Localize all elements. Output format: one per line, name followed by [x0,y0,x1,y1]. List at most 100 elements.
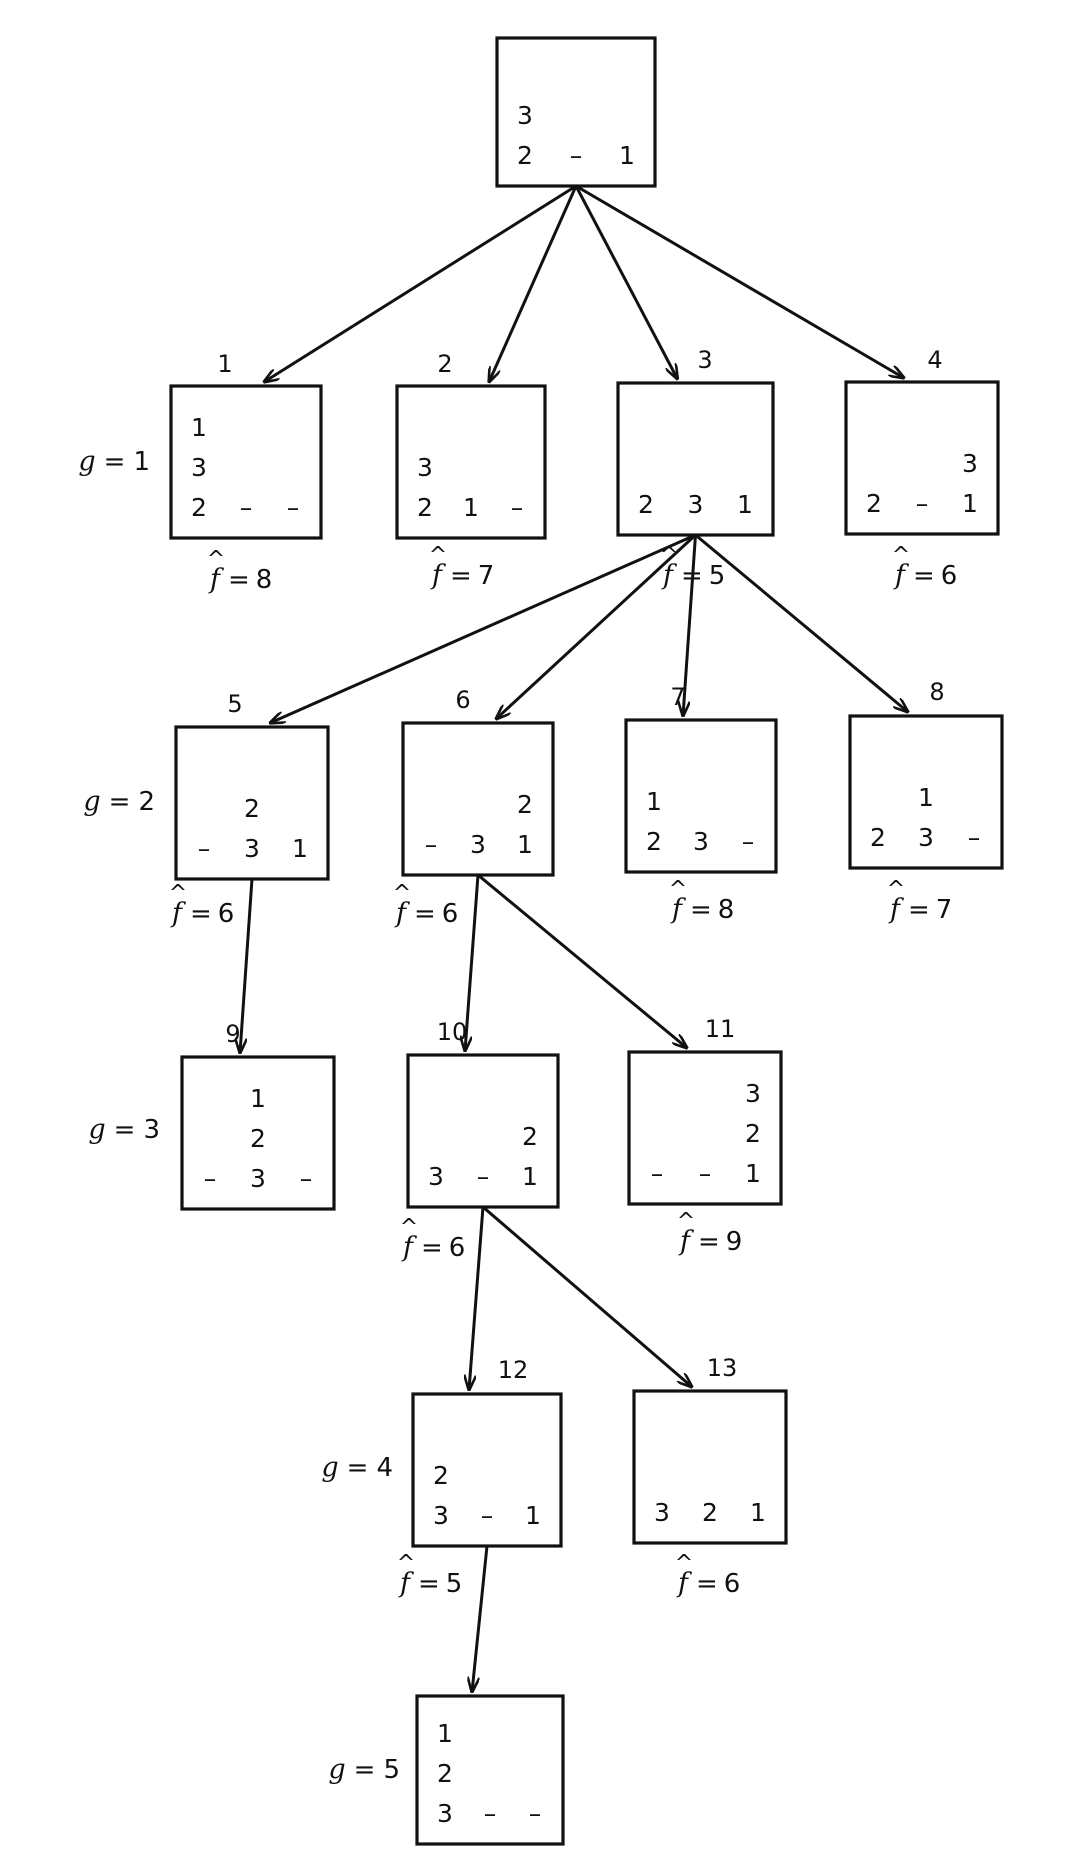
state-node-1: 132––1g=1^f=8 [78,350,323,595]
tile: 2 [437,1759,453,1788]
edge-10-13 [482,1205,692,1387]
tile: – [204,1164,217,1193]
tile: – [425,830,438,859]
tile: 2 [517,141,533,170]
node-number: 1 [217,350,232,378]
tile: – [300,1164,313,1193]
tile: 1 [191,413,207,442]
tile: 2 [517,790,533,819]
tile: 1 [646,787,662,816]
edge-12-14 [472,1545,489,1692]
tile: 3 [918,823,934,852]
hat-mark: ^ [207,547,225,572]
depth-value: 3 [143,1115,160,1145]
state-box [624,718,778,874]
f-hat-label: f=6 [170,898,234,929]
equals-symbol: = [696,1569,718,1599]
tile: 3 [688,490,704,519]
edge-3-6 [496,533,697,719]
edge-6-10 [465,874,480,1051]
tile: 2 [745,1119,761,1148]
state-box [632,1389,788,1545]
tile: – [916,489,929,518]
equals-symbol: = [418,1569,440,1599]
node-number: 2 [437,350,452,378]
equals-symbol: = [698,1227,720,1257]
tile: 2 [191,493,207,522]
node-number: 12 [498,1356,529,1384]
hat-mark: ^ [887,877,905,902]
tile: 3 [417,453,433,482]
tile: – [484,1799,497,1828]
depth-value: 1 [133,447,150,477]
f-hat-label: f=6 [676,1568,740,1599]
edge-root-2 [489,185,578,382]
state-node-10: 23–110^f=6 [400,1018,560,1263]
equals-symbol: = [913,561,935,591]
tile: 1 [737,490,753,519]
f-hat-label: f=6 [401,1232,465,1263]
depth-label: g=2 [83,786,155,817]
equals-symbol: = [104,447,126,477]
equals-symbol: = [109,787,131,817]
g-symbol: g [321,1452,338,1483]
f-hat-label: f=8 [670,894,734,925]
equals-symbol: = [421,1233,443,1263]
hat-mark: ^ [393,881,411,906]
equals-symbol: = [354,1755,376,1785]
tile: – [198,834,211,863]
f-hat-value: 6 [941,561,958,591]
tile: 3 [433,1501,449,1530]
f-hat-value: 6 [442,899,459,929]
node-number: 9 [225,1020,240,1048]
tile: 3 [693,827,709,856]
g-symbol: g [328,1754,345,1785]
f-hat-label: f=6 [893,560,957,591]
tile: 3 [437,1799,453,1828]
tile: 3 [517,101,533,130]
depth-value: 4 [376,1453,393,1483]
tile: – [742,827,755,856]
tile: 2 [702,1498,718,1527]
f-hat-value: 7 [936,895,953,925]
node-number: 7 [670,683,685,711]
tile: 1 [918,783,934,812]
equals-symbol: = [690,895,712,925]
edge-3-5 [270,533,697,723]
equals-symbol: = [681,561,703,591]
f-hat-label: f=9 [678,1226,742,1257]
f-hat-value: 6 [724,1569,741,1599]
hat-mark: ^ [660,543,678,568]
f-hat-label: f=5 [661,560,725,591]
f-hat-label: f=7 [430,560,494,591]
hat-mark: ^ [677,1209,695,1234]
state-box [411,1392,563,1548]
state-box [169,384,323,540]
equals-symbol: = [908,895,930,925]
tile: – [481,1501,494,1530]
node-number: 6 [455,686,470,714]
f-hat-value: 6 [449,1233,466,1263]
tile: – [287,493,300,522]
f-hat-value: 8 [256,565,273,595]
f-hat-label: f=8 [208,564,272,595]
tile: 1 [292,834,308,863]
tile: – [511,493,524,522]
f-hat-label: f=6 [394,898,458,929]
edge-3-8 [694,533,909,712]
equals-symbol: = [347,1453,369,1483]
tile: 1 [619,141,635,170]
depth-label: g=3 [88,1114,160,1145]
tile: 1 [517,830,533,859]
state-box [401,721,555,877]
f-hat-value: 7 [478,561,495,591]
state-box [844,380,1000,536]
g-symbol: g [88,1114,105,1145]
node-number: 5 [227,690,242,718]
state-box [406,1053,560,1209]
state-box [180,1055,336,1211]
tile: 3 [745,1079,761,1108]
